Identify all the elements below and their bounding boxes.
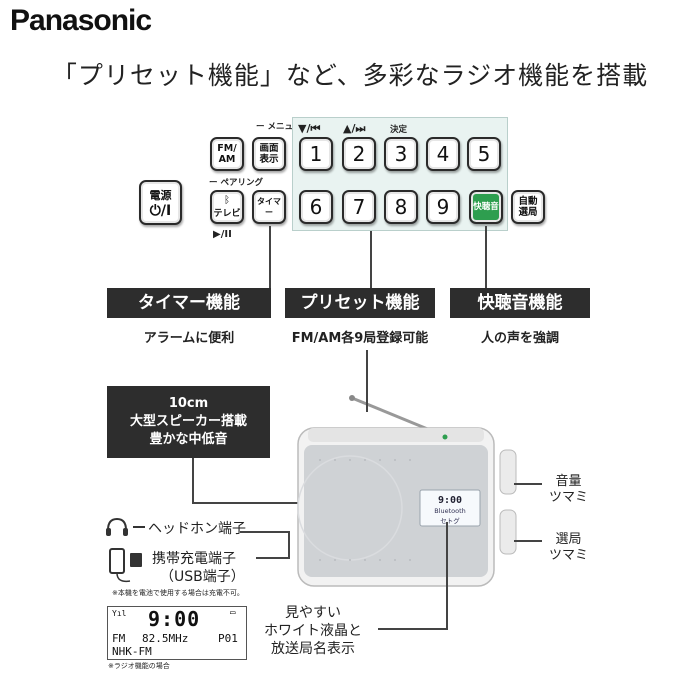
preset-5-button[interactable]: 5 [467,137,501,171]
timer-button[interactable]: タイマー [252,190,286,224]
power-icon: ⏻/I [149,202,172,219]
speaker-feature-box: 10cm 大型スピーカー搭載 豊かな中低音 [107,386,270,458]
preset-3-button[interactable]: 3 [384,137,418,171]
device-display-line2: Bluetooth [434,507,466,515]
volume-knob [499,449,517,495]
preset-6-button[interactable]: 6 [299,190,333,224]
preset-4-button[interactable]: 4 [426,137,460,171]
headline: 「プリセット機能」など、多彩なラジオ機能を搭載 [51,61,649,90]
display-caption-3: 放送局名表示 [271,641,355,657]
jack-line-top [240,531,290,533]
kaichouon-feature-title: 快聴音機能 [450,288,590,318]
display-caption-1: 見やすい [285,605,341,621]
pairing-label: ー ペアリング [209,178,263,188]
menu-label: ー メニュー [256,122,302,132]
volume-label-1: 音量 [555,474,582,489]
tuning-label-1: 選局 [555,532,582,547]
bluetooth-icon: ᛒ [224,194,230,206]
lcd-sample: Yıl 9:00 ▭ FM 82.5MHz P01 NHK-FM [107,606,247,660]
device-display-time: 9:00 [437,495,463,506]
preset-7-button[interactable]: 7 [342,190,376,224]
preset-connector-line [370,231,372,288]
preset-feature-desc: FM/AM各9局登録可能 [291,331,429,346]
battery-note: ※本機を電池で使用する場合は充電不可。 [112,589,244,597]
fm-am-button[interactable]: FM/ AM [210,137,244,171]
timer-connector-line [269,226,271,288]
kaichouon-connector-line [485,226,487,288]
headphone-jack-label: ヘッドホン端子 [148,521,246,537]
lcd-frequency: 82.5MHz [142,632,189,645]
speaker-type: 大型スピーカー搭載 [129,414,247,429]
speaker-sound: 豊かな中低音 [149,432,228,447]
tuning-label-2: ツマミ [549,548,589,563]
speaker-size: 10cm [168,396,209,411]
charge-jack-label: 携帯充電端子 [152,551,236,567]
jack-line-bottom [256,557,290,559]
jack-line-vertical [288,531,290,559]
radio-note: ※ラジオ機能の場合 [108,662,170,670]
preset-9-button[interactable]: 9 [426,190,460,224]
timer-feature-title: タイマー機能 [107,288,271,318]
tuning-line [514,540,542,542]
display-caption-2: ホワイト液晶と [264,623,362,639]
down-prev-icon: ▼/⏮ [298,122,321,135]
radio-antenna [351,396,431,432]
preset-to-radio-line [366,350,368,412]
phone-charge-icon [109,548,142,583]
speaker-line-vertical [192,458,194,503]
radio-speaker-grille [304,445,488,577]
play-pause-icon: ▶/II [213,229,232,240]
tuning-knob [499,509,517,555]
volume-knob-label: 音量 ツマミ [549,474,588,506]
radio-illustration [297,395,517,587]
preset-2-button[interactable]: 2 [342,137,376,171]
tv-label: テレビ [213,208,241,219]
auto-preset-button[interactable]: 自動 選局 [511,190,545,224]
power-button[interactable]: 電源 ⏻/I [139,180,182,225]
radio-lcd-screen [419,489,481,527]
display-caption: 見やすい ホワイト液晶と 放送局名表示 [248,604,378,658]
signal-icon: Yıl [112,609,127,618]
kaichouon-feature-desc: 人の声を強調 [480,331,559,346]
enter-label: 決定 [390,125,408,135]
volume-label-2: ツマミ [549,490,589,505]
up-next-icon: ▲/⏭ [343,122,366,135]
kaichouon-button[interactable]: 快聴音 [469,190,503,224]
lcd-time: 9:00 [148,607,201,631]
panasonic-logo: Panasonic [10,4,152,37]
headphone-dash [133,526,145,528]
screen-display-button[interactable]: 画面 表示 [252,137,286,171]
lcd-station: NHK-FM [112,645,152,658]
lcd-preset: P01 [218,632,238,645]
power-label: 電源 [149,188,172,202]
lcd-band: FM [112,632,126,645]
preset-1-button[interactable]: 1 [299,137,333,171]
volume-line [514,483,542,485]
display-line-vertical [446,522,448,630]
speaker-line-horizontal [192,502,342,504]
tv-button[interactable]: ᛒ テレビ [210,190,244,224]
headphone-icon [106,517,128,536]
preset-8-button[interactable]: 8 [384,190,418,224]
timer-feature-desc: アラームに便利 [143,331,235,346]
preset-feature-title: プリセット機能 [285,288,435,318]
display-line-horizontal [378,628,448,630]
device-display-line3: セトグ [440,517,460,525]
usb-jack-label: （USB端子） [160,569,245,585]
battery-icon: ▭ [230,608,236,618]
tuning-knob-label: 選局 ツマミ [549,532,588,564]
